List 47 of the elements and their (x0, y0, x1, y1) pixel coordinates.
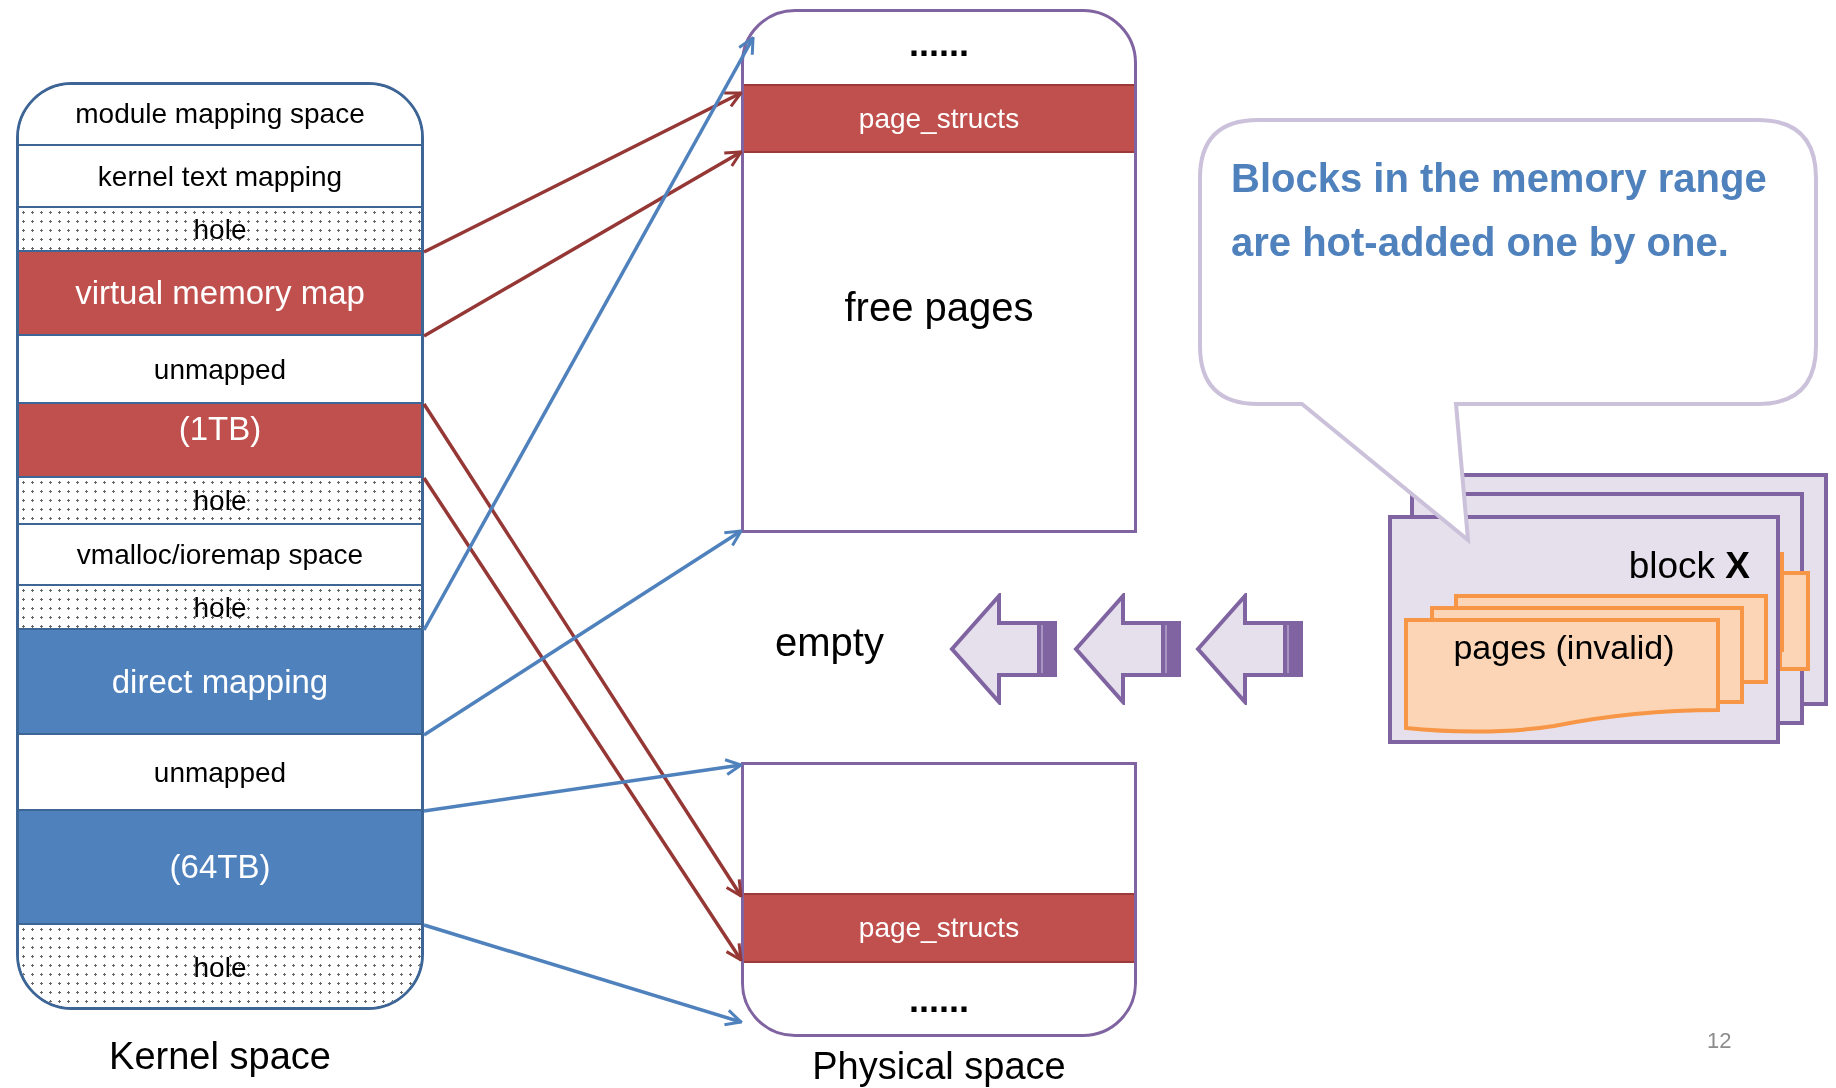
mapping-arrow (422, 36, 755, 631)
memory-block (1388, 515, 1780, 744)
page-structs-band (744, 84, 1134, 153)
mapping-arrow (422, 403, 743, 898)
region-label: (64TB) (169, 847, 271, 888)
region-label: direct mapping (111, 661, 329, 702)
mapping-arrow (423, 923, 743, 1027)
hole-region (19, 586, 421, 630)
region-label: virtual memory map (75, 273, 365, 314)
ellipsis-text: ...... (908, 26, 970, 62)
panel-heading: Kernel space (108, 1037, 332, 1075)
memory-region (19, 630, 421, 735)
region-label: empty (775, 622, 884, 662)
panel-heading: Physical space (811, 1047, 1067, 1085)
band-label: page_structs (858, 101, 1020, 136)
region-label: unmapped (153, 352, 287, 387)
memory-region (19, 85, 421, 146)
memory-region (19, 404, 421, 478)
page-label: pages (invalid) (1452, 627, 1676, 668)
region-label: free pages (843, 287, 1035, 327)
region-label: vmalloc/ioremap space (76, 538, 364, 572)
memory-region (19, 252, 421, 336)
band-label: page_structs (858, 911, 1020, 945)
callout-text: Blocks in the memory range are hot-added one by one. (1231, 155, 1768, 266)
physical-memory-box (741, 9, 1137, 533)
memory-region (19, 811, 421, 925)
region-label: hole (193, 590, 247, 625)
hole-region (19, 478, 421, 525)
region-label: kernel text mapping (97, 159, 343, 194)
physical-memory-box (741, 762, 1137, 1037)
region-label: module mapping space (75, 96, 365, 131)
region-label: hole (193, 212, 247, 247)
page-structs-band (744, 893, 1134, 963)
mapping-arrow (423, 758, 743, 813)
mapping-arrow (423, 91, 743, 254)
hole-region (19, 925, 421, 1007)
mapping-arrow (423, 150, 743, 338)
block-label: block X (1628, 547, 1750, 584)
ellipsis-text: ...... (908, 982, 970, 1018)
mapping-arrow (422, 477, 743, 962)
region-label: hole (193, 951, 247, 985)
region-label: (1TB) (178, 409, 262, 449)
mapping-arrow (423, 529, 743, 737)
hole-region (19, 208, 421, 252)
region-label: hole (193, 484, 247, 518)
region-label: unmapped (153, 755, 287, 790)
page-number: 12 (1707, 1030, 1732, 1052)
